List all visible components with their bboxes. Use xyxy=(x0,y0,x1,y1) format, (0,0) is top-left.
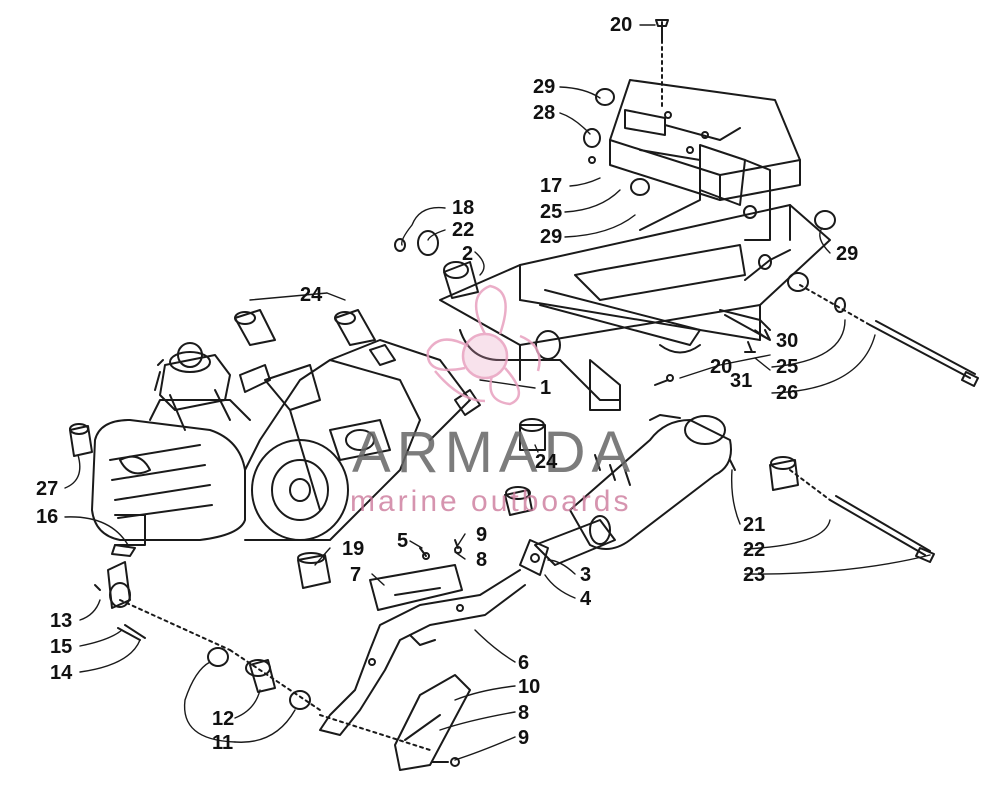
callout-label: 22 xyxy=(452,219,475,241)
callout-label: 25 xyxy=(540,201,563,223)
exhaust-system xyxy=(319,414,732,771)
callout-label: 29 xyxy=(533,76,556,98)
callout-label: 24 xyxy=(300,284,323,306)
callout-label: 14 xyxy=(50,662,73,684)
callout-label: 10 xyxy=(518,676,541,698)
callout-label: 12 xyxy=(212,708,235,730)
callout-label: 16 xyxy=(36,506,59,528)
watermark-title: ARMADA xyxy=(352,420,637,485)
callout-label: 8 xyxy=(476,549,488,571)
callout-label: 27 xyxy=(36,478,59,500)
callout-label: 19 xyxy=(342,538,365,560)
callout-label: 6 xyxy=(518,652,530,674)
callout-label: 4 xyxy=(580,588,592,610)
callout-label: 20 xyxy=(610,14,633,36)
callout-label: 18 xyxy=(452,197,475,219)
rack-mount xyxy=(583,19,836,292)
propeller-icon xyxy=(420,276,550,411)
callout-label: 25 xyxy=(776,356,799,378)
callout-label: 24 xyxy=(535,451,558,473)
callout-label: 20 xyxy=(710,356,733,378)
callout-label: 21 xyxy=(743,514,766,536)
bushings xyxy=(69,230,799,589)
callout-label: 30 xyxy=(776,330,799,352)
callout-label: 23 xyxy=(743,564,766,586)
exhaust-gasket-set xyxy=(94,544,431,751)
callout-label: 8 xyxy=(518,702,530,724)
callout-label: 26 xyxy=(776,382,799,404)
callout-label: 3 xyxy=(580,564,592,586)
callout-label: 29 xyxy=(540,226,563,248)
callout-label: 5 xyxy=(397,530,409,552)
callout-label: 15 xyxy=(50,636,73,658)
engine-block xyxy=(91,339,481,546)
callout-label: 17 xyxy=(540,175,563,197)
callout-label: 9 xyxy=(476,524,488,546)
long-bolts xyxy=(654,284,979,563)
callout-label: 28 xyxy=(533,102,556,124)
callout-label: 29 xyxy=(836,243,859,265)
callout-label: 13 xyxy=(50,610,73,632)
callout-label: 11 xyxy=(212,732,234,754)
callout-label: 22 xyxy=(743,539,766,561)
watermark-subtitle: marine outboards xyxy=(350,485,632,518)
callout-label: 31 xyxy=(730,370,753,392)
callout-label: 7 xyxy=(350,564,362,586)
callout-label: 9 xyxy=(518,727,530,749)
callout-label: 1 xyxy=(540,377,552,399)
leader-lines xyxy=(64,24,931,761)
callout-label: 2 xyxy=(462,243,474,265)
